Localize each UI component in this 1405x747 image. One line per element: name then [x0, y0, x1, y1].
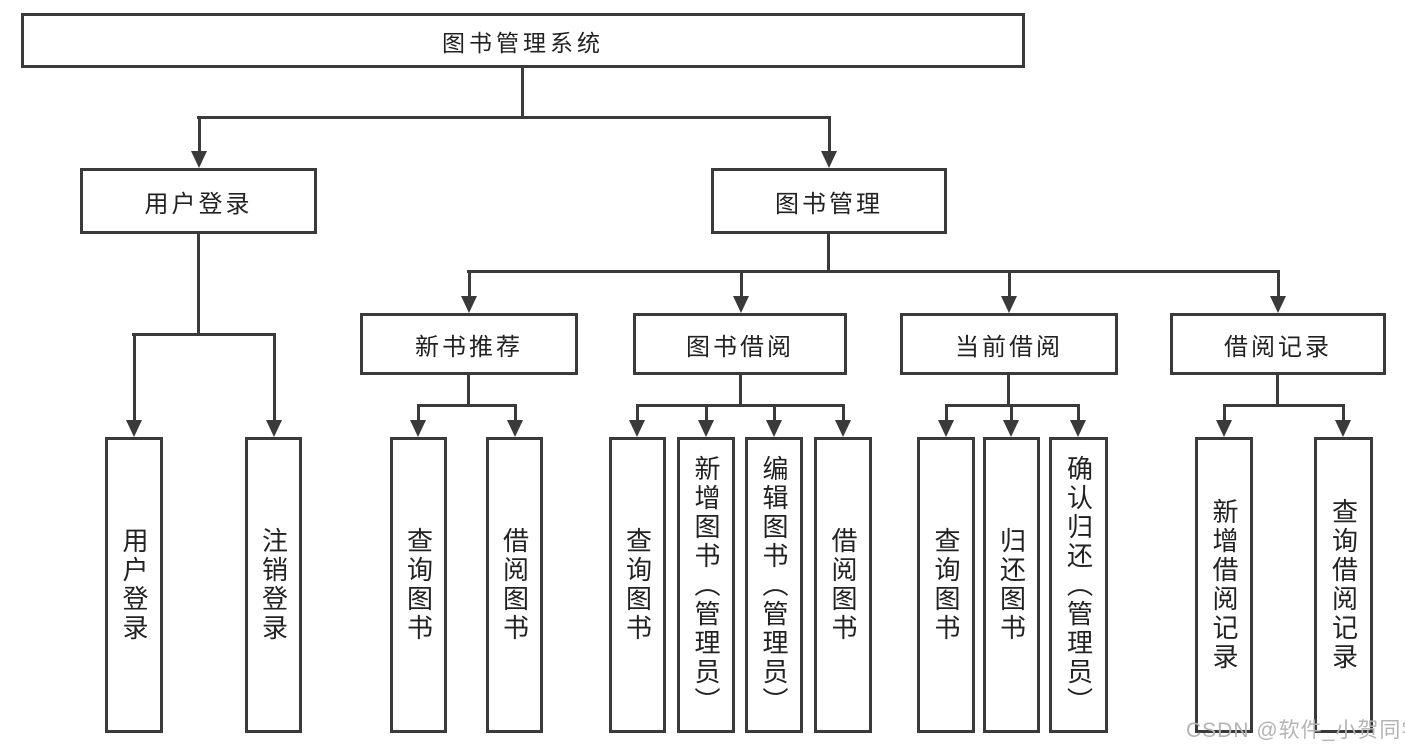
arrow-line-cb-return — [1010, 404, 1013, 422]
arrow-line-br-add — [1223, 404, 1226, 422]
leaf-edit-book-admin: 编辑图书（管理员） — [745, 437, 803, 733]
arrow-line-to-leaf-user-login — [133, 333, 136, 421]
arrow-line-br-query — [1342, 404, 1345, 422]
node-new-book-recommendation: 新书推荐 — [360, 313, 578, 375]
arrow-line-nb-borrow — [514, 404, 517, 422]
leaf-user-login: 用户登录 — [105, 437, 163, 733]
node-label: 当前借阅 — [955, 333, 1063, 361]
connector-book-borrowing-branch — [636, 404, 845, 407]
node-label: 借阅图书 — [499, 527, 530, 643]
node-label: 新增图书（管理员） — [691, 454, 721, 716]
arrowhead-bb-borrow — [835, 420, 851, 437]
leaf-borrow-books-recommend: 借阅图书 — [486, 437, 543, 733]
arrowhead-to-book-management — [821, 151, 837, 168]
leaf-confirm-return-admin: 确认归还（管理员） — [1049, 437, 1108, 733]
arrowhead-cb-query — [938, 420, 954, 437]
node-label: 用户登录 — [119, 527, 149, 643]
leaf-borrow-books-borrowing: 借阅图书 — [814, 437, 872, 733]
arrow-line-to-current-borrowing — [1008, 270, 1011, 298]
leaf-query-books-current: 查询图书 — [917, 437, 975, 733]
arrow-line-to-book-management — [828, 116, 831, 152]
node-label: 新书推荐 — [415, 333, 523, 361]
connector-borrowing-records-stem — [1276, 375, 1279, 407]
arrow-line-to-new-book — [468, 270, 471, 298]
connector-new-book-branch — [417, 404, 517, 407]
connector-user-login-stem — [197, 234, 200, 336]
node-label: 查询借阅记录 — [1328, 498, 1359, 672]
connector-root-branch — [197, 116, 831, 119]
node-label: 新增借阅记录 — [1209, 498, 1239, 672]
arrowhead-to-book-borrowing — [733, 296, 749, 313]
connector-current-borrowing-stem — [1007, 375, 1010, 407]
arrowhead-cb-confirm — [1070, 420, 1086, 437]
node-current-borrowing: 当前借阅 — [900, 313, 1118, 375]
leaf-query-books-recommend: 查询图书 — [390, 437, 447, 733]
connector-user-login-branch — [132, 333, 275, 336]
arrowhead-br-query — [1335, 420, 1351, 437]
arrowhead-to-leaf-user-login — [126, 420, 142, 437]
node-label: 归还图书 — [996, 527, 1027, 643]
leaf-logout: 注销登录 — [245, 437, 302, 733]
leaf-query-books-borrowing: 查询图书 — [609, 437, 666, 733]
arrow-line-to-user-login — [198, 116, 201, 152]
arrowhead-br-add — [1216, 420, 1232, 437]
node-label: 查询图书 — [403, 527, 434, 643]
node-library-management-system: 图书管理系统 — [21, 13, 1025, 68]
node-label: 编辑图书（管理员） — [759, 454, 789, 716]
arrow-line-to-book-borrowing — [740, 270, 743, 298]
node-label: 借阅图书 — [828, 527, 858, 643]
node-label: 借阅记录 — [1224, 333, 1332, 361]
node-borrowing-records: 借阅记录 — [1170, 313, 1386, 375]
arrowhead-to-borrowing-records — [1270, 296, 1286, 313]
node-label: 图书借阅 — [686, 333, 794, 361]
arrow-line-bb-borrow — [842, 404, 845, 422]
connector-root-stem — [521, 68, 524, 118]
node-label: 查询图书 — [622, 527, 653, 643]
arrowhead-to-leaf-logout — [266, 420, 282, 437]
arrowhead-nb-query — [410, 420, 426, 437]
arrow-line-bb-add — [705, 404, 708, 422]
arrowhead-bb-add — [698, 420, 714, 437]
connector-book-management-stem — [827, 234, 830, 273]
arrow-line-bb-edit — [773, 404, 776, 422]
arrowhead-bb-query — [629, 420, 645, 437]
node-label: 查询图书 — [931, 527, 961, 643]
node-label: 图书管理 — [775, 190, 883, 218]
leaf-add-book-admin: 新增图书（管理员） — [677, 437, 735, 733]
node-label: 注销登录 — [258, 527, 289, 643]
csdn-watermark: CSDN @软件_小贺同学 — [1186, 719, 1405, 742]
node-label: 图书管理系统 — [442, 29, 604, 56]
node-label: 确认归还（管理员） — [1063, 454, 1094, 716]
arrowhead-to-user-login — [191, 151, 207, 168]
node-book-borrowing: 图书借阅 — [633, 313, 847, 375]
arrow-line-bb-query — [636, 404, 639, 422]
arrow-line-nb-query — [417, 404, 420, 422]
arrowhead-bb-edit — [766, 420, 782, 437]
leaf-return-book: 归还图书 — [983, 437, 1040, 733]
arrowhead-to-current-borrowing — [1001, 296, 1017, 313]
connector-book-management-branch — [467, 270, 1280, 273]
connector-book-borrowing-stem — [739, 375, 742, 407]
arrowhead-cb-return — [1003, 420, 1019, 437]
arrow-line-cb-query — [945, 404, 948, 422]
leaf-add-borrow-record: 新增借阅记录 — [1195, 437, 1253, 733]
arrow-line-to-borrowing-records — [1277, 270, 1280, 298]
connector-borrowing-records-branch — [1223, 404, 1345, 407]
arrow-line-to-leaf-logout — [273, 333, 276, 421]
arrow-line-cb-confirm — [1077, 404, 1080, 422]
node-user-login: 用户登录 — [80, 168, 317, 234]
leaf-query-borrow-record: 查询借阅记录 — [1314, 437, 1373, 733]
node-label: 用户登录 — [144, 190, 253, 218]
arrowhead-nb-borrow — [507, 420, 523, 437]
arrowhead-to-new-book — [461, 296, 477, 313]
connector-new-book-stem — [467, 375, 470, 407]
node-book-management: 图书管理 — [711, 168, 947, 234]
